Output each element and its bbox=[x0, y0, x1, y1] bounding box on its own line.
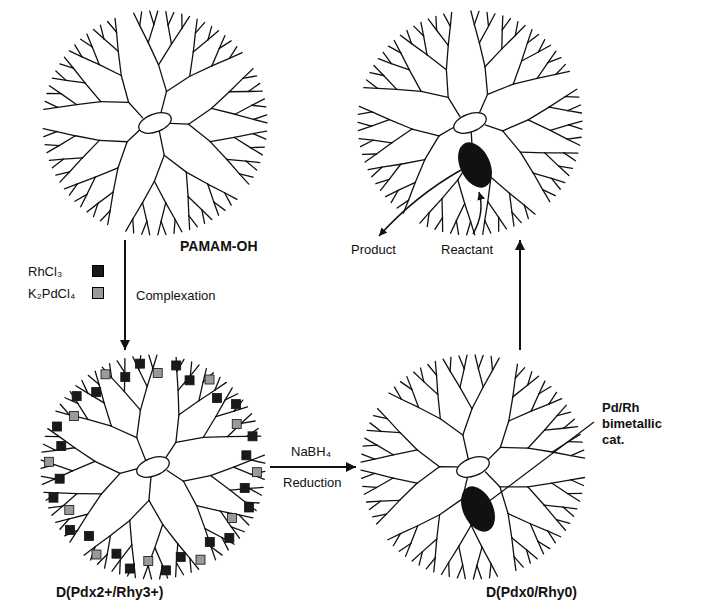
legend-text: K₂PdCl₄ bbox=[28, 286, 86, 301]
dendrimer-drawing bbox=[40, 8, 270, 238]
legend-swatch bbox=[92, 265, 104, 277]
legend-row: K₂PdCl₄ bbox=[28, 282, 104, 304]
legend-text: RhCl₃ bbox=[28, 264, 86, 279]
process-arrow bbox=[519, 240, 521, 350]
step-label: Complexation bbox=[134, 288, 218, 303]
dendrimer-drawing bbox=[355, 8, 585, 238]
dendrimer-drawing bbox=[358, 352, 588, 582]
reagent-label: NaBH₄ bbox=[289, 444, 333, 459]
legend-row: RhCl₃ bbox=[28, 260, 104, 282]
dendrimer-drawing bbox=[38, 352, 268, 582]
dendrimer-node: D(Pdx2+/Rhy3+) bbox=[38, 352, 268, 582]
legend-swatch bbox=[92, 287, 104, 299]
process-arrow bbox=[270, 466, 356, 468]
dendrimer-node: PAMAM-OH bbox=[40, 8, 270, 238]
step-label: Reduction bbox=[281, 475, 344, 490]
node-label: Product bbox=[349, 242, 398, 258]
node-label: D(Pdx2+/Rhy3+) bbox=[54, 584, 165, 600]
dendrimer-node: ProductReactant bbox=[355, 8, 585, 238]
process-arrow bbox=[124, 240, 126, 350]
node-label: D(Pdx0/Rhy0) bbox=[484, 584, 579, 600]
node-label: Reactant bbox=[439, 242, 495, 258]
node-label: Pd/Rh bimetallic cat. bbox=[600, 400, 680, 448]
node-label: PAMAM-OH bbox=[178, 238, 260, 254]
reagent-legend: RhCl₃ K₂PdCl₄ bbox=[28, 260, 104, 304]
dendrimer-node: Pd/Rh bimetallic cat.D(Pdx0/Rhy0) bbox=[358, 352, 588, 582]
